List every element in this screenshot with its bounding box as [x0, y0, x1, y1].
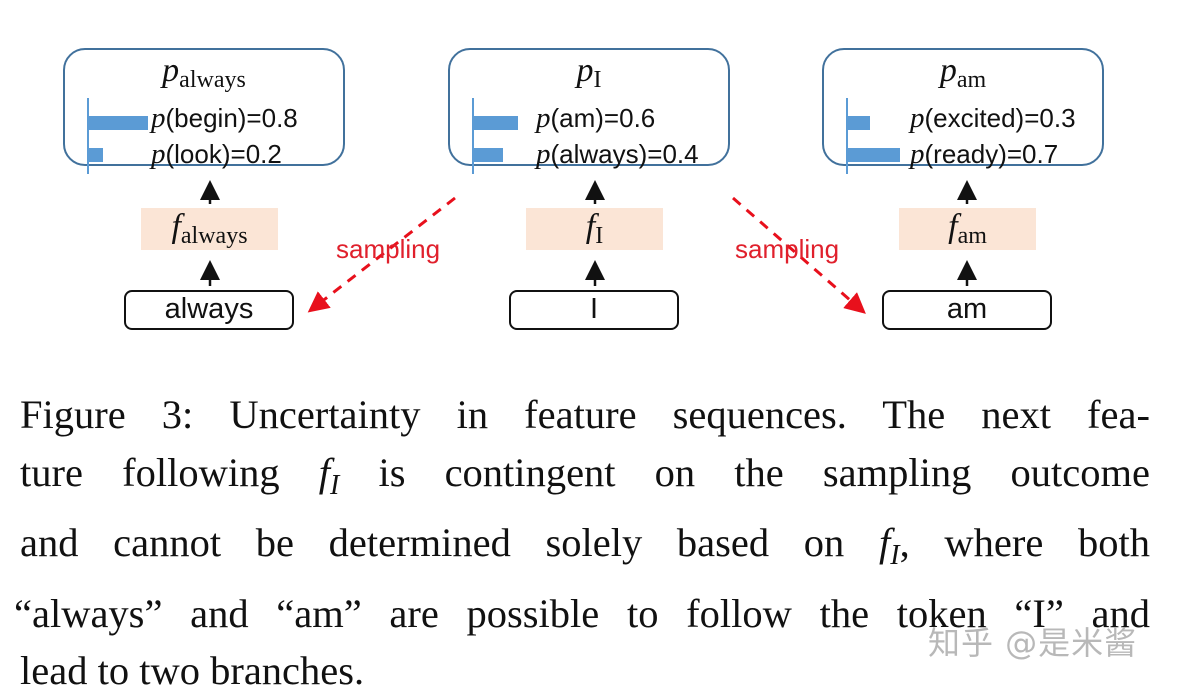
prob-text: (begin)=0.8: [165, 103, 298, 133]
prob-bar: [847, 116, 870, 130]
prob-label: p(look)=0.2: [151, 138, 282, 171]
bar-axis: [87, 98, 89, 174]
distribution-box-always: palways p(begin)=0.8 p(look)=0.2: [63, 48, 345, 174]
prob-bar: [473, 148, 503, 162]
title-sub: am: [956, 67, 987, 93]
math-var: f: [878, 520, 891, 565]
caption-line: and cannot be determined solely based on…: [20, 514, 1150, 585]
prob-bar: [88, 148, 103, 162]
prob-text: (always)=0.4: [550, 139, 699, 169]
sampling-arrow-left-icon: [307, 196, 456, 313]
caption-line: “always” and “am” are possible to follow…: [14, 590, 1150, 636]
prob-bar: [88, 116, 148, 130]
title-var: p: [162, 52, 180, 89]
prob-var: p: [536, 138, 551, 170]
prob-text: (ready)=0.7: [924, 139, 1059, 169]
prob-var: p: [536, 102, 551, 134]
feature-var: f: [171, 208, 181, 245]
prob-var: p: [151, 138, 166, 170]
caption-text: , where both: [899, 520, 1150, 565]
prob-text: (am)=0.6: [550, 103, 656, 133]
token-box-I: I: [509, 290, 679, 330]
prob-text: (look)=0.2: [165, 139, 282, 169]
caption-math: fI: [318, 449, 340, 501]
distribution-title: pI: [450, 52, 728, 94]
feature-box-always: falways: [141, 208, 278, 250]
sampling-label-right: sampling: [735, 234, 840, 264]
prob-label: p(ready)=0.7: [910, 138, 1058, 171]
distribution-title: pam: [824, 52, 1102, 94]
prob-text: (excited)=0.3: [924, 103, 1076, 133]
title-sub: I: [593, 67, 602, 93]
prob-label: p(always)=0.4: [536, 138, 699, 171]
token-box-am: am: [882, 290, 1052, 330]
figure-caption: Figure 3: Uncertainty in feature sequenc…: [14, 386, 1150, 700]
token-box-always: always: [124, 290, 294, 330]
sampling-label-left: sampling: [336, 234, 441, 264]
distribution-title: palways: [65, 52, 343, 94]
watermark: 知乎 @是米酱: [928, 624, 1138, 662]
prob-var: p: [151, 102, 166, 134]
feature-sub: I: [595, 223, 604, 249]
feature-box-am: fam: [899, 208, 1036, 250]
prob-bar: [847, 148, 900, 162]
bar-axis: [472, 98, 474, 174]
prob-var: p: [910, 102, 925, 134]
feature-sub: am: [957, 223, 987, 249]
caption-math: fI: [878, 520, 900, 571]
math-sub: I: [890, 540, 900, 571]
title-var: p: [576, 52, 594, 89]
prob-label: p(excited)=0.3: [910, 102, 1076, 135]
caption-line: Figure 3: Uncertainty in feature sequenc…: [20, 392, 1150, 437]
caption-line: lead to two branches.: [20, 648, 365, 693]
prob-label: p(am)=0.6: [536, 102, 655, 135]
caption-text: is contingent on the sampling outcome: [339, 449, 1150, 495]
distribution-box-am: pam p(excited)=0.3 p(ready)=0.7: [822, 48, 1104, 174]
caption-line: ture following fI is contingent on the s…: [20, 444, 1150, 515]
math-sub: I: [329, 469, 340, 501]
feature-var: f: [948, 208, 958, 245]
feature-var: f: [585, 208, 596, 245]
prob-label: p(begin)=0.8: [151, 102, 298, 135]
sampling-arrow-right-icon: [732, 196, 866, 314]
caption-text: ture following: [20, 449, 319, 495]
caption-text: and cannot be determined solely based on: [20, 520, 879, 565]
arrows-layer: [200, 180, 977, 314]
distribution-box-I: pI p(am)=0.6 p(always)=0.4: [448, 48, 730, 174]
bar-axis: [846, 98, 848, 174]
prob-bar: [473, 116, 518, 130]
title-var: p: [939, 52, 957, 89]
prob-var: p: [910, 138, 925, 170]
feature-box-I: fI: [526, 208, 663, 250]
title-sub: always: [179, 67, 246, 93]
feature-sub: always: [180, 223, 248, 249]
math-var: f: [318, 449, 330, 495]
